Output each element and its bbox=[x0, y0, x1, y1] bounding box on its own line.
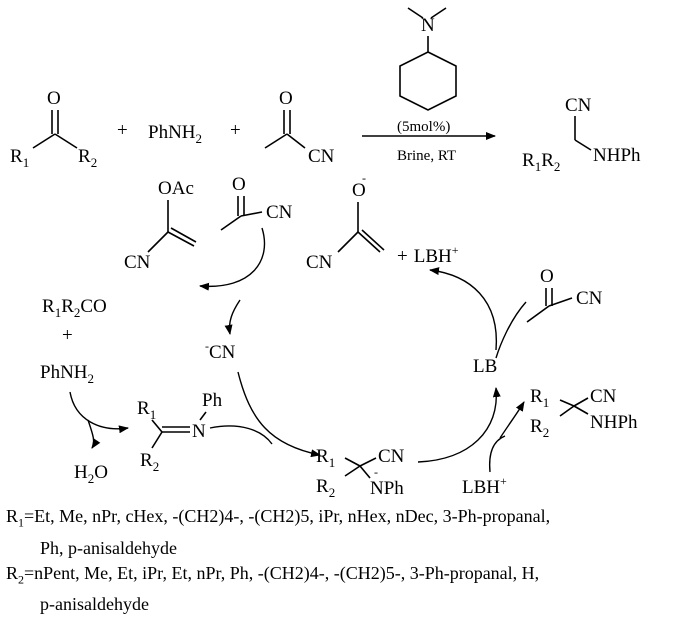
cycle-product-structure: R1 CN R2 NHPh bbox=[530, 386, 638, 440]
r2-definition: R2=nPent, Me, Et, iPr, Et, nPr, Ph, -(CH… bbox=[6, 562, 540, 615]
cyanide-anion: -CN bbox=[205, 339, 236, 363]
svg-text:O: O bbox=[279, 88, 293, 109]
svg-text:-: - bbox=[374, 465, 378, 479]
svg-text:-: - bbox=[362, 171, 366, 185]
cycle-acetyl-cyanide-right: O CN bbox=[526, 266, 603, 323]
svg-text:R2: R2 bbox=[530, 416, 549, 440]
regeneration-branch bbox=[495, 301, 527, 359]
svg-text:CN: CN bbox=[576, 288, 603, 309]
aniline-reagent: PhNH2 bbox=[148, 122, 202, 146]
lbh-branch bbox=[488, 435, 506, 473]
r1-definition: R1=Et, Me, nPr, cHex, -(CH2)4-, -(CH2)5,… bbox=[6, 506, 551, 558]
ketone-oxygen: O bbox=[47, 88, 61, 109]
water: H2O bbox=[74, 462, 108, 486]
cyanide-release-arrow bbox=[224, 299, 241, 335]
condensation-arrow bbox=[69, 391, 129, 434]
svg-text:NPh: NPh bbox=[370, 478, 404, 499]
svg-text:CN: CN bbox=[565, 95, 592, 116]
imine-to-adduct-arrow bbox=[209, 425, 273, 445]
svg-text:CN: CN bbox=[590, 386, 617, 407]
plus-sign-3: + bbox=[62, 325, 73, 346]
acylation-arrow bbox=[199, 227, 266, 291]
water-loss-arrow bbox=[87, 419, 101, 449]
svg-text:R2: R2 bbox=[316, 476, 335, 500]
protonation-arrow bbox=[417, 387, 501, 463]
imine-structure: R1 R2 N Ph bbox=[137, 390, 223, 474]
svg-text:Ph: Ph bbox=[202, 390, 223, 411]
svg-text:CN: CN bbox=[308, 146, 335, 167]
svg-text:NHPh: NHPh bbox=[590, 412, 638, 433]
svg-text:N: N bbox=[421, 15, 435, 36]
reaction-conditions: Brine, RT bbox=[397, 148, 456, 164]
enolate-structure: O - CN bbox=[306, 171, 385, 273]
lewis-base: LB bbox=[473, 356, 497, 377]
svg-text:CN: CN bbox=[124, 252, 151, 273]
cycle-aniline: PhNH2 bbox=[40, 362, 94, 386]
svg-text:N: N bbox=[192, 421, 206, 442]
svg-text:R1: R1 bbox=[137, 398, 156, 422]
svg-text:R1: R1 bbox=[530, 386, 549, 410]
scheme-drawing: O R1 R2 + PhNH2 + O CN N (5mol%) Brine, … bbox=[10, 7, 641, 500]
ketone-structure: O R1 R2 bbox=[10, 88, 97, 170]
svg-text:CN: CN bbox=[266, 202, 293, 223]
amide-anion-structure: R1 CN R2 - NPh bbox=[316, 446, 405, 500]
product-release-arrow bbox=[499, 401, 525, 439]
catalyst-loading: (5mol%) bbox=[397, 119, 450, 135]
plus-sign-2: + bbox=[230, 120, 241, 141]
acetyl-cyanide-reagent: O CN bbox=[264, 88, 335, 167]
svg-text:NHPh: NHPh bbox=[593, 145, 641, 166]
svg-text:CN: CN bbox=[378, 446, 405, 467]
catalyst-structure: N bbox=[399, 7, 457, 111]
svg-text:O: O bbox=[352, 180, 366, 201]
lbh-cation-bottom: LBH+ bbox=[462, 474, 507, 498]
substituent-legend: R1=Et, Me, nPr, cHex, -(CH2)4-, -(CH2)5,… bbox=[6, 504, 696, 617]
enol-acetate-structure: OAc CN bbox=[124, 178, 197, 273]
cycle-acetyl-cyanide-in: O CN bbox=[220, 174, 293, 231]
cyanide-addition-arrow bbox=[237, 371, 321, 458]
ketone-r1: R1 bbox=[10, 146, 29, 170]
plus-sign-1: + bbox=[117, 120, 128, 141]
product-structure: CN NHPh R1R2 bbox=[522, 95, 641, 174]
svg-text:O: O bbox=[232, 174, 246, 195]
svg-text:R1R2: R1R2 bbox=[522, 150, 560, 174]
svg-text:OAc: OAc bbox=[158, 178, 194, 199]
svg-text:R2: R2 bbox=[140, 450, 159, 474]
ketone-r2: R2 bbox=[78, 146, 97, 170]
svg-text:CN: CN bbox=[306, 252, 333, 273]
lbh-cation: +LBH+ bbox=[397, 243, 459, 267]
regeneration-arrow bbox=[429, 267, 498, 351]
svg-text:O: O bbox=[540, 266, 554, 287]
carbonyl-compound: R1R2CO bbox=[42, 296, 107, 320]
svg-text:R1: R1 bbox=[316, 446, 335, 470]
